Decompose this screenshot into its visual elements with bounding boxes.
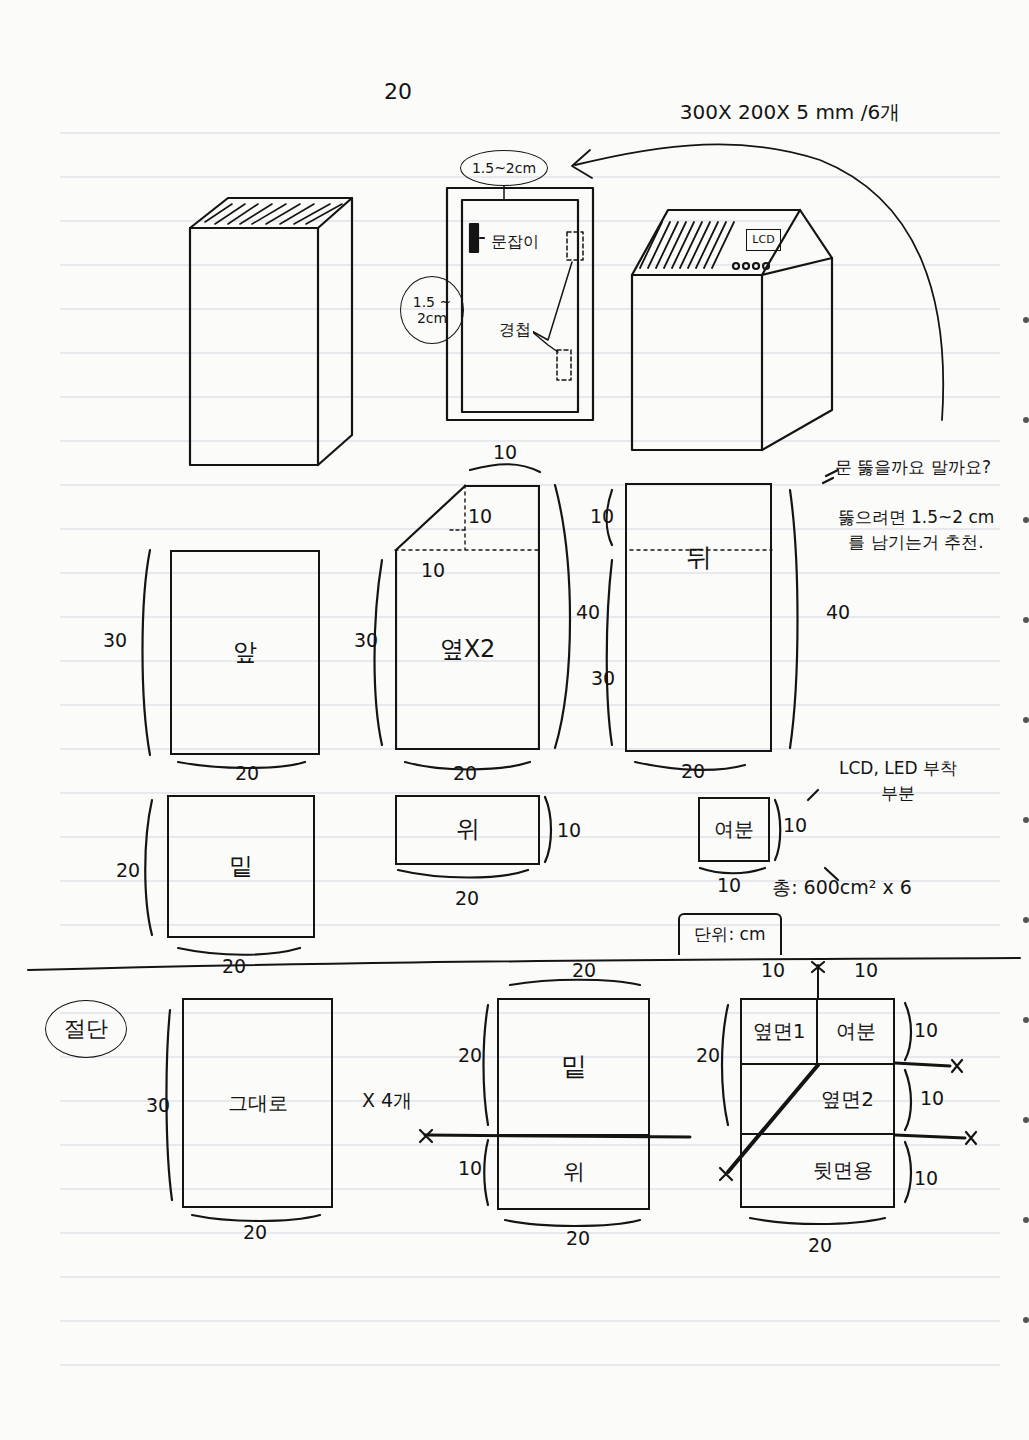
dimension-label: X 4개 (362, 1089, 412, 1112)
dimension-label: 30 (103, 629, 127, 652)
dimension-label: 10 (914, 1167, 938, 1190)
note-text: 뚫으려면 1.5~2 cm 를 남기는거 추천. (836, 505, 996, 554)
node-text: 뒷면용 (813, 1159, 873, 1182)
dimension-label: 총: 600cm² x 6 (772, 876, 912, 899)
callout-circle: 1.5~2cm (460, 150, 548, 186)
dimension-label: 20 (455, 887, 479, 910)
ink-sketches (28, 144, 1020, 1226)
dimension-label: 10 (854, 959, 878, 982)
panel-box: 뒤 (625, 483, 772, 752)
node-text: 여분 (836, 1020, 876, 1043)
panel-box: 옆X2 (395, 485, 540, 750)
dimension-label: 10 (468, 505, 492, 528)
dimension-label: 30 (146, 1094, 170, 1117)
node-text: 위 (456, 816, 480, 844)
node-text: 그대로 (228, 1092, 288, 1115)
cut-piece: 뒷면용 (740, 1135, 895, 1208)
panel-box: 위 (395, 795, 540, 865)
dimension-label: 20 (453, 762, 477, 785)
section-circle: 절단 (45, 1000, 127, 1058)
node-text: 밑 (561, 1052, 587, 1082)
dimension-label: 10 (493, 441, 517, 464)
dimension-label: 20 (235, 762, 259, 785)
node-text: 뒤 (686, 543, 712, 573)
dimension-label: 40 (576, 601, 600, 624)
dimension-label: 20 (222, 955, 246, 978)
panel-box: 앞 (170, 550, 320, 755)
node-text: 옆X2 (440, 636, 496, 664)
cut-piece: 옆면2 (740, 1065, 895, 1135)
node-text: 앞 (233, 639, 257, 667)
dimension-label: 30 (354, 629, 378, 652)
dimension-label: 10 (557, 819, 581, 842)
cut-piece: 밑 (497, 998, 650, 1136)
dimension-label: 경첩 (497, 320, 533, 339)
cut-piece: 여분 (818, 998, 895, 1065)
dimension-label: 20 (116, 859, 140, 882)
dimension-label: 문잡이 (489, 232, 541, 251)
node-text: 여분 (714, 818, 754, 841)
note-text: 문 뚫을까요 말까요? (828, 455, 998, 480)
node-text: 옆면1 (753, 1020, 806, 1043)
dimension-label: 10 (458, 1157, 482, 1180)
dimension-label: 10 (783, 814, 807, 837)
dimension-label: 20 (243, 1221, 267, 1244)
node-text: 위 (563, 1159, 585, 1184)
panel-box: 여분 (698, 797, 770, 862)
cut-piece: 옆면1 (740, 998, 818, 1065)
panel-outline-shape (396, 486, 539, 749)
panel-box: 밑 (167, 795, 315, 938)
binder-holes (1023, 317, 1029, 1323)
node-text: 절단 (64, 1016, 108, 1041)
note-text: LCD, LED 부착부분 (838, 756, 958, 805)
dimension-label: 40 (826, 601, 850, 624)
dimension-label: 10 (421, 559, 445, 582)
dimension-label: 20 (808, 1234, 832, 1257)
dimension-label: 300X 200X 5 mm /6개 (680, 100, 900, 124)
dimension-label: 10 (914, 1019, 938, 1042)
dimension-label: 20 (572, 959, 596, 982)
callout-circle: 1.5 ~ 2cm (400, 276, 464, 344)
dimension-label: 10 (920, 1087, 944, 1110)
ruled-lines (60, 133, 1000, 1365)
cut-piece: 위 (497, 1135, 650, 1210)
node-text: 단위: cm (694, 925, 765, 945)
dimension-label: 20 (696, 1044, 720, 1067)
panel-outline (395, 485, 540, 750)
dimension-label: 20 (384, 79, 412, 105)
cut-piece: 그대로 (182, 998, 333, 1208)
dimension-label: 10 (717, 874, 741, 897)
dimension-label: 20 (681, 760, 705, 783)
lcd-box: LCD (746, 229, 781, 251)
node-text: 1.5~2cm (472, 160, 536, 176)
dimension-label: 10 (590, 505, 614, 528)
node-text: 옆면2 (821, 1088, 874, 1111)
dimension-label: 20 (458, 1044, 482, 1067)
dimension-label: 30 (591, 667, 615, 690)
node-text: 밑 (229, 853, 253, 881)
dimension-label: 10 (761, 959, 785, 982)
dimension-label: 20 (566, 1227, 590, 1250)
node-text: 1.5 ~ 2cm (405, 294, 459, 326)
unit-box: 단위: cm (678, 913, 782, 955)
node-text: LCD (752, 234, 774, 247)
